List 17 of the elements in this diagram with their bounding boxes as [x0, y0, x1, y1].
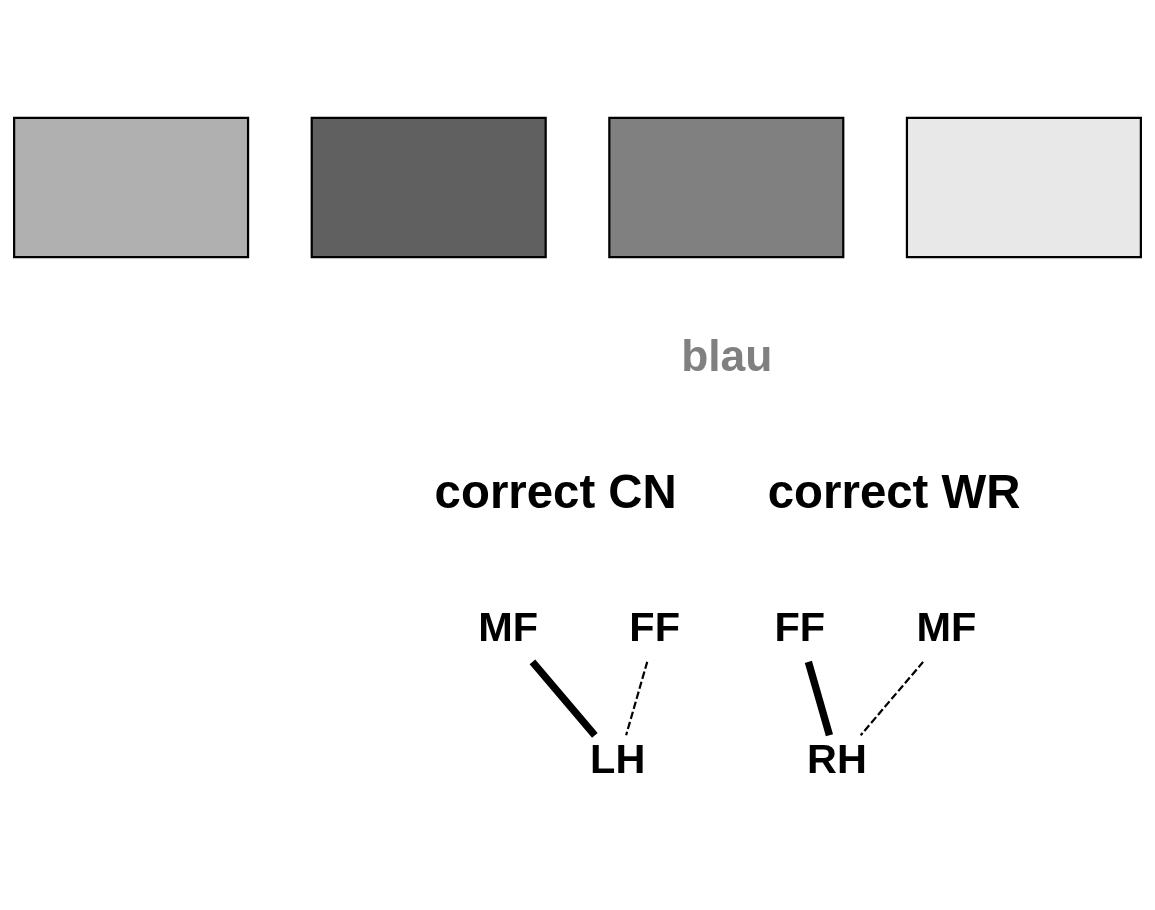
- connector: [625, 661, 649, 736]
- label: correct CN: [434, 464, 677, 518]
- label: blau: [681, 330, 773, 380]
- connector: [804, 660, 833, 736]
- label: correct WR: [767, 464, 1021, 518]
- node-bar: [13, 116, 250, 258]
- node-text: MF: [916, 602, 977, 650]
- node-text: MF: [478, 602, 539, 650]
- connector: [529, 658, 598, 738]
- node-text: FF: [629, 602, 680, 650]
- node-bar: [608, 116, 845, 258]
- node-bar: [310, 116, 547, 258]
- node-text: FF: [774, 602, 826, 650]
- connector: [859, 660, 924, 736]
- node-text: RH: [806, 734, 867, 782]
- node-bar: [905, 116, 1142, 258]
- node-text: LH: [590, 734, 646, 782]
